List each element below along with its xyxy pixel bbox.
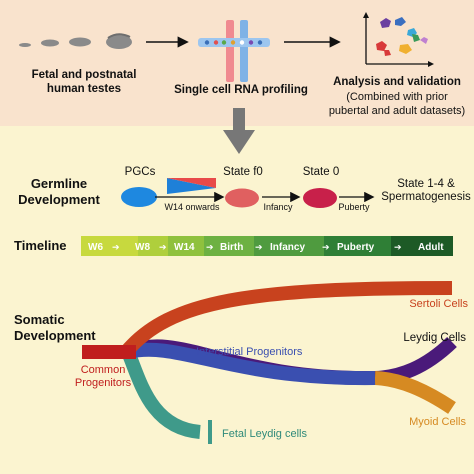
timeline-arrow-icon: ➔ bbox=[322, 242, 330, 252]
state-0-label: State 0 bbox=[302, 166, 340, 178]
timeline-arrow-icon: ➔ bbox=[112, 242, 120, 252]
state-final-label: State 1-4 & Spermatogenesis bbox=[381, 178, 471, 203]
germline-graphics bbox=[121, 178, 375, 208]
timeline-segment-w8 bbox=[138, 236, 168, 256]
germline-heading: Germline Development bbox=[18, 176, 100, 207]
w14-onwards-label: W14 onwards bbox=[164, 202, 220, 212]
sertoli-branch bbox=[120, 281, 453, 357]
timeline-label-infancy: Infancy bbox=[270, 242, 306, 253]
leydig-label: Leydig Cells bbox=[403, 332, 466, 344]
timeline-arrow-icon: ➔ bbox=[206, 242, 214, 252]
timeline-bar bbox=[81, 236, 453, 256]
infancy-label: Infancy bbox=[263, 202, 293, 212]
timeline-segment-w14 bbox=[168, 236, 204, 256]
timeline-arrow-icon: ➔ bbox=[255, 242, 263, 252]
cluster-plot-icon bbox=[363, 12, 434, 67]
common-progenitors-label: Common Progenitors bbox=[74, 364, 132, 389]
timeline-label-adult: Adult bbox=[418, 242, 444, 253]
pipeline-step3-subtitle: (Combined with prior pubertal and adult … bbox=[328, 91, 466, 117]
down-arrow bbox=[223, 108, 255, 154]
timeline-label-w6: W6 bbox=[88, 242, 103, 253]
timeline-label-birth: Birth bbox=[220, 242, 244, 253]
pipeline-step1-label: Fetal and postnatal human testes bbox=[31, 69, 137, 95]
somatic-heading: Somatic Development bbox=[14, 312, 96, 343]
timeline-segment-w6 bbox=[81, 236, 138, 256]
timeline-heading: Timeline bbox=[14, 238, 67, 253]
timeline-segment-birth bbox=[204, 236, 254, 256]
timeline-segment-infancy bbox=[254, 236, 324, 256]
pipeline-step2-label: Single cell RNA profiling bbox=[174, 84, 308, 96]
somatic-graphics bbox=[82, 281, 457, 444]
fetal-leydig-label: Fetal Leydig cells bbox=[222, 428, 307, 440]
w14-wedge-red bbox=[167, 178, 216, 188]
state-f0-cell bbox=[225, 188, 259, 208]
pipeline-step3-title: Analysis and validation bbox=[333, 76, 461, 88]
timeline-label-w14: W14 bbox=[174, 242, 195, 253]
myoid-branch bbox=[374, 371, 456, 414]
myoid-label: Myoid Cells bbox=[409, 416, 466, 428]
fetal-leydig-branch bbox=[121, 349, 201, 439]
timeline-segment-puberty bbox=[324, 236, 391, 256]
state-0-cell bbox=[303, 188, 337, 208]
interstitial-branch bbox=[126, 342, 376, 386]
interstitial-label: Interstitial Progenitors bbox=[196, 346, 303, 358]
timeline-segment-adult bbox=[391, 236, 453, 256]
pgcs-label: PGCs bbox=[124, 166, 156, 178]
pgc-cell bbox=[121, 187, 157, 207]
single-cell-chip-icon bbox=[198, 20, 270, 82]
timeline-label-puberty: Puberty bbox=[337, 242, 375, 253]
state-f0-label: State f0 bbox=[223, 166, 263, 178]
sertoli-label: Sertoli Cells bbox=[409, 298, 468, 310]
puberty-label: Puberty bbox=[338, 202, 370, 212]
timeline-arrow-icon: ➔ bbox=[394, 242, 402, 252]
w14-wedge-blue bbox=[167, 178, 216, 194]
timeline-label-w8: W8 bbox=[135, 242, 150, 253]
testes-icon bbox=[19, 33, 132, 49]
timeline-arrow-icon: ➔ bbox=[159, 242, 167, 252]
